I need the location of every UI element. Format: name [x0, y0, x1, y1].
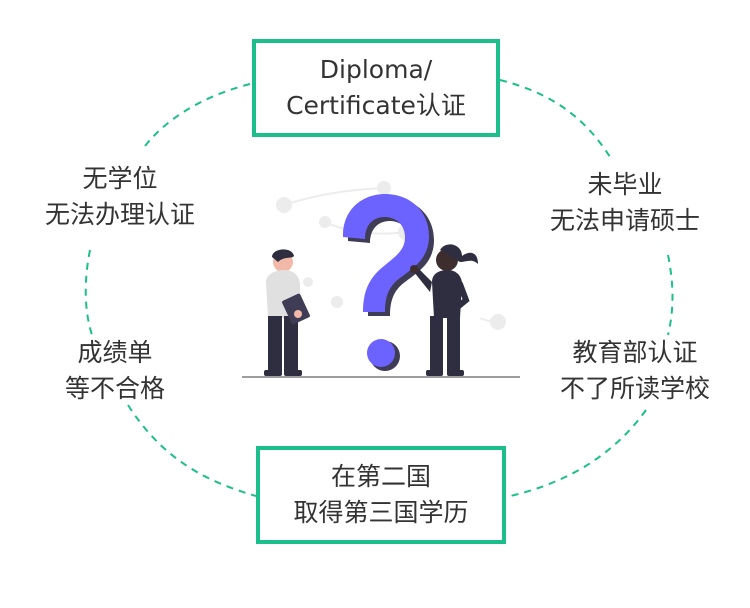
label-ministry-line-1: 教育部认证: [572, 338, 698, 367]
label-no-degree-line-1: 无学位: [82, 164, 158, 193]
background-dots: [276, 181, 506, 330]
dashed-ring: [84, 79, 674, 498]
question-mark-people-illustration: [242, 181, 520, 378]
label-ministry-certification: 教育部认证 不了所读学校: [535, 335, 735, 407]
label-no-degree-line-2: 无法办理认证: [44, 200, 195, 229]
woman-figure: [410, 244, 478, 376]
label-not-graduated-line-1: 未毕业: [587, 170, 663, 199]
ring-arc-top-right: [499, 79, 613, 161]
question-mark-icon: [342, 194, 434, 371]
label-transcript-line-2: 等不合格: [64, 374, 165, 403]
ring-arc-bottom-right: [505, 409, 647, 498]
top-box-diploma-certificate: Diploma/ Certificate认证: [252, 39, 500, 137]
label-not-graduated: 未毕业 无法申请硕士: [525, 167, 725, 239]
man-figure: [264, 249, 310, 376]
bottom-box-line-1: 在第二国: [330, 462, 431, 491]
ring-arc-left: [84, 249, 93, 336]
label-no-degree: 无学位 无法办理认证: [20, 161, 220, 233]
top-box-line-2: Certificate认证: [286, 91, 466, 120]
ring-arc-top-left: [141, 83, 251, 151]
ring-arc-bottom-left: [127, 404, 257, 497]
label-transcript: 成绩单 等不合格: [15, 335, 215, 407]
bottom-box-second-country: 在第二国 取得第三国学历: [256, 446, 506, 544]
top-box-line-1: Diploma/: [319, 55, 433, 84]
ring-arc-right: [667, 254, 674, 336]
label-ministry-line-2: 不了所读学校: [559, 374, 710, 403]
bottom-box-line-2: 取得第三国学历: [293, 498, 469, 527]
label-transcript-line-1: 成绩单: [77, 338, 153, 367]
label-not-graduated-line-2: 无法申请硕士: [549, 206, 700, 235]
